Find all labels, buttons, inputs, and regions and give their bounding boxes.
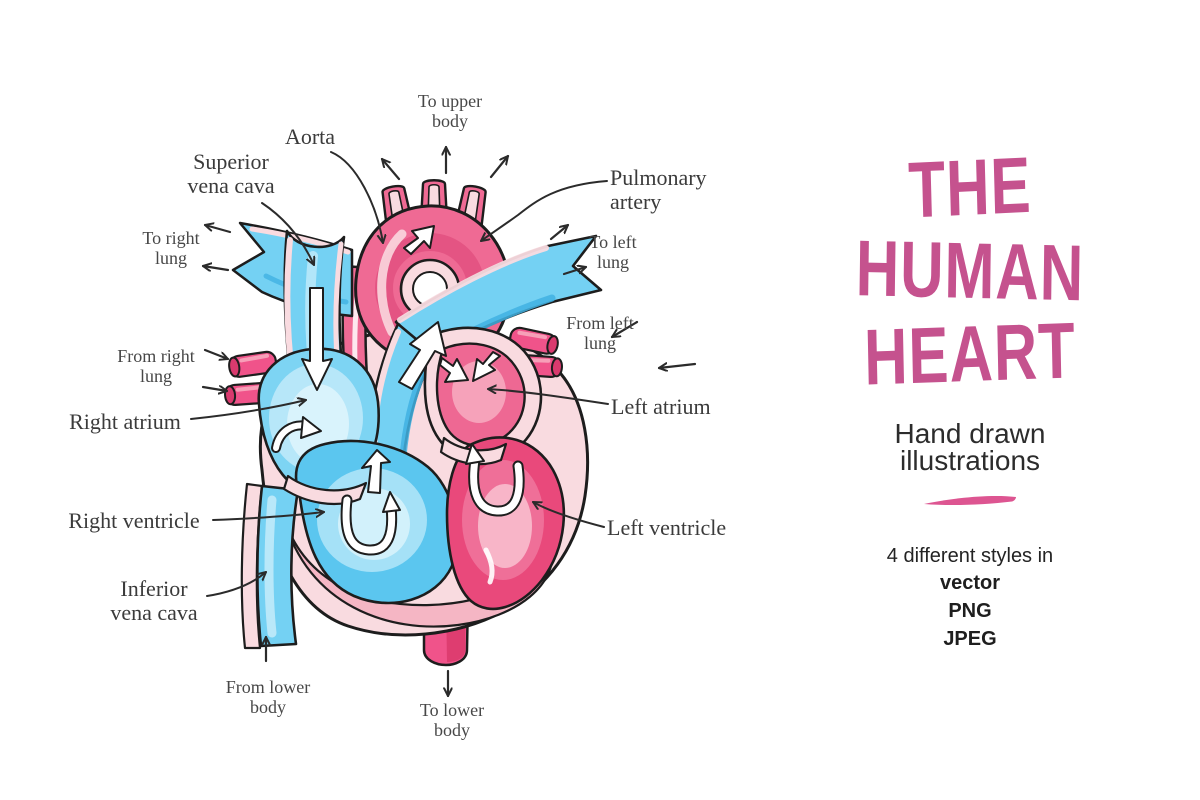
format-vector: vector [939, 572, 1001, 594]
product-title: THE HUMAN HEART [836, 141, 1104, 402]
format-jpeg: JPEG [943, 628, 997, 650]
label-leader-lines [190, 151, 609, 597]
format-png: PNG [948, 600, 992, 622]
label-from-left-lung: From left lung [566, 313, 634, 353]
label-superior-vena-cava: Superior vena cava [187, 149, 275, 198]
inferior-vena-cava-vessel [240, 482, 300, 650]
title-line-1: THE [907, 140, 1033, 235]
blood-flow-arrows [271, 225, 525, 556]
label-from-right-lung: From right lung [117, 346, 195, 386]
label-left-ventricle: Left ventricle [607, 515, 727, 540]
label-right-atrium: Right atrium [69, 409, 181, 434]
label-from-lower-body: From lower body [225, 677, 311, 717]
label-right-ventricle: Right ventricle [68, 508, 200, 533]
label-inferior-vena-cava: Inferior vena cava [110, 576, 198, 625]
brush-stroke-divider [924, 495, 1016, 506]
label-to-lower-body: To lower body [419, 700, 485, 740]
label-to-upper-body: To upper body [417, 91, 483, 131]
label-pulmonary-artery: Pulmonary artery [610, 165, 707, 214]
label-aorta: Aorta [284, 124, 336, 149]
direction-arrows [201, 145, 697, 698]
styles-intro: 4 different styles in [886, 545, 1054, 567]
label-to-left-lung: To left lung [589, 232, 637, 272]
label-to-right-lung: To right lung [142, 228, 200, 268]
title-line-3: HEART [863, 306, 1077, 402]
right-panel: THE HUMAN HEART Hand drawn illustrations… [836, 0, 1104, 800]
label-left-atrium: Left atrium [611, 394, 711, 419]
product-subtitle: Hand drawn illustrations [894, 418, 1046, 476]
title-line-2: HUMAN [855, 223, 1085, 318]
